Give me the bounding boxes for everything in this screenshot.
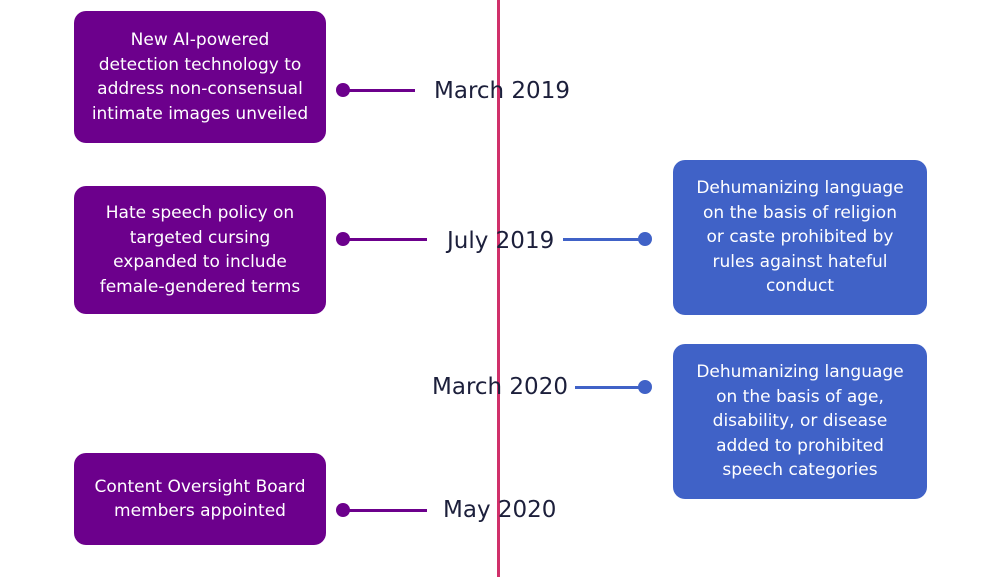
event-text: Hate speech policy on targeted cursing e… bbox=[99, 203, 301, 297]
date-label-july-2019: July 2019 bbox=[447, 228, 555, 254]
connector-line bbox=[563, 238, 645, 241]
connector-line bbox=[345, 238, 427, 241]
event-text: Dehumanizing language on the basis of ag… bbox=[696, 362, 904, 481]
event-text: Content Oversight Board members appointe… bbox=[94, 476, 306, 522]
date-label-march-2019: March 2019 bbox=[434, 78, 570, 104]
connector-line bbox=[575, 386, 645, 389]
event-box-july-2019-right: Dehumanizing language on the basis of re… bbox=[673, 160, 927, 315]
connector-dot bbox=[336, 83, 350, 97]
connector-line bbox=[345, 509, 427, 512]
event-box-march-2019: New AI-powered detection technology to a… bbox=[74, 11, 326, 143]
event-box-july-2019-left: Hate speech policy on targeted cursing e… bbox=[74, 186, 326, 314]
event-box-march-2020: Dehumanizing language on the basis of ag… bbox=[673, 344, 927, 499]
connector-dot bbox=[638, 232, 652, 246]
event-text: New AI-powered detection technology to a… bbox=[91, 30, 309, 124]
event-text: Dehumanizing language on the basis of re… bbox=[696, 178, 904, 297]
event-box-may-2020: Content Oversight Board members appointe… bbox=[74, 453, 326, 545]
connector-dot bbox=[336, 503, 350, 517]
date-label-may-2020: May 2020 bbox=[443, 497, 557, 523]
connector-dot bbox=[336, 232, 350, 246]
connector-line bbox=[345, 89, 415, 92]
date-label-march-2020: March 2020 bbox=[432, 374, 568, 400]
timeline-axis bbox=[497, 0, 500, 577]
connector-dot bbox=[638, 380, 652, 394]
